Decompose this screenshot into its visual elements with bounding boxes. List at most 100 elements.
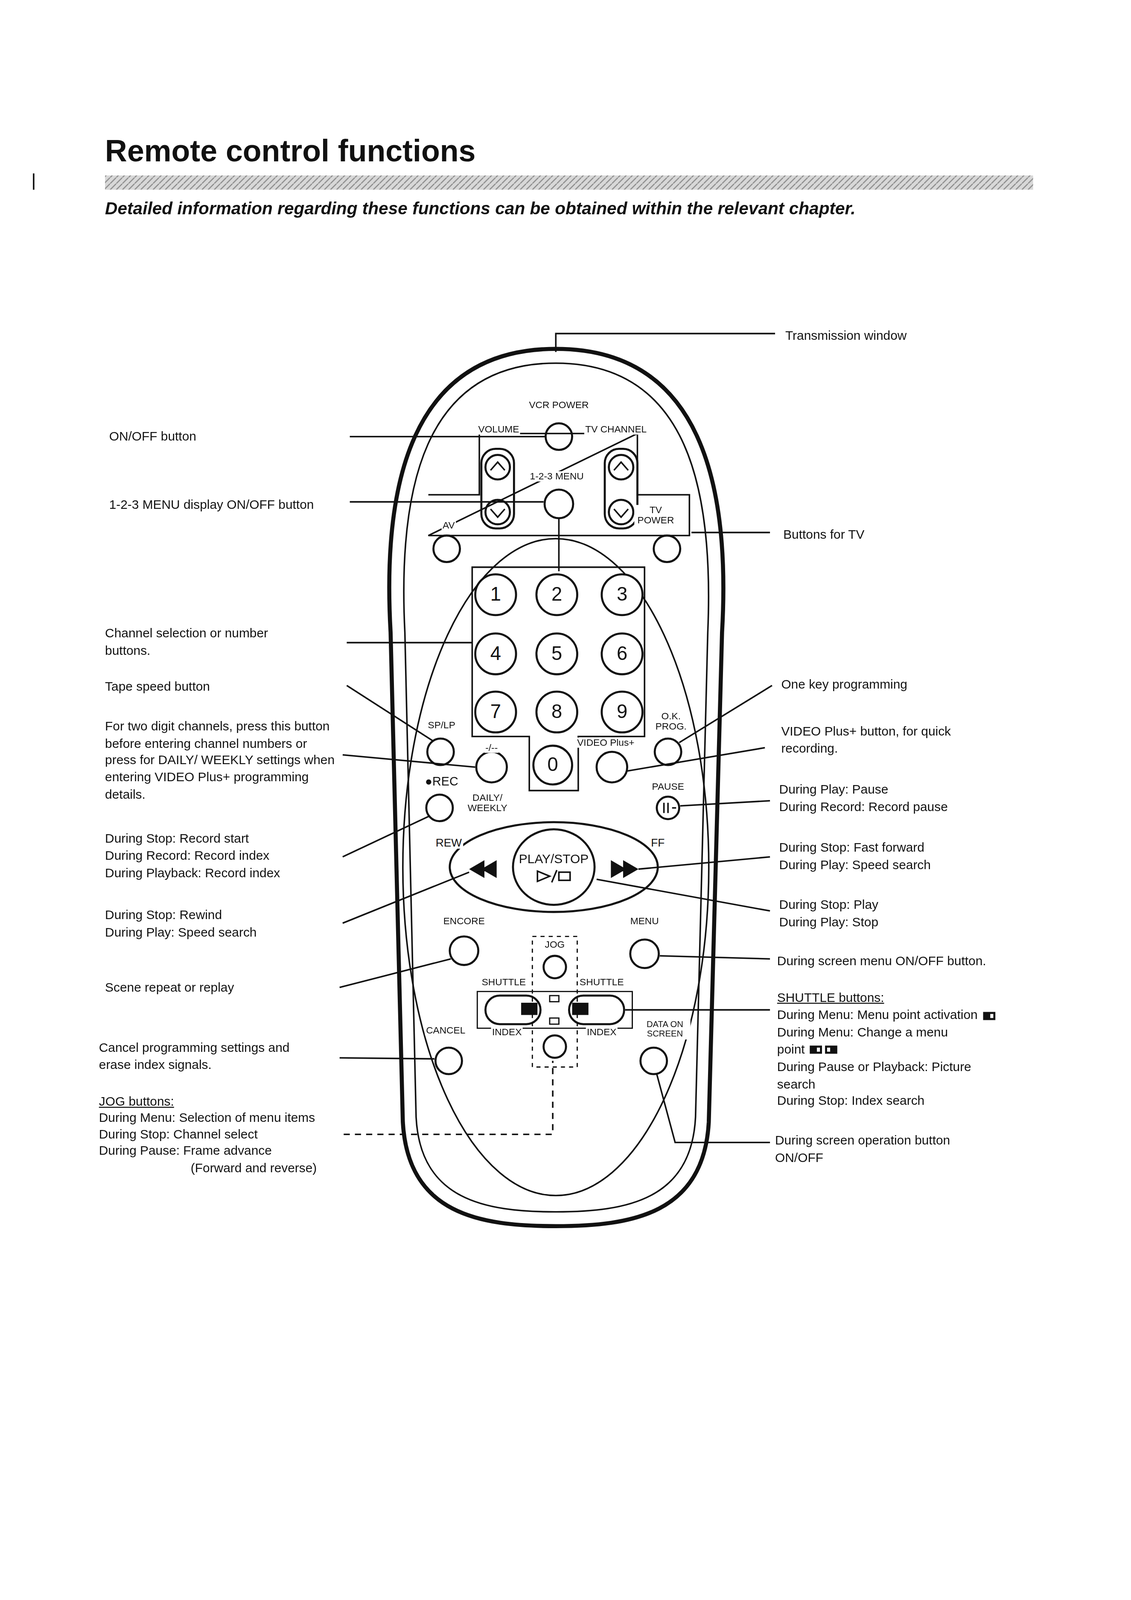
callout: One key programming bbox=[781, 676, 908, 694]
button-name: SP/LP bbox=[426, 719, 457, 731]
button-name-text: AV bbox=[442, 518, 455, 531]
callout-text: During Menu: Selection of menu items bbox=[99, 1110, 315, 1125]
shuttle-icon bbox=[981, 1010, 998, 1021]
shuttle-icon bbox=[808, 1044, 842, 1056]
callout-text: Channel selection or number buttons. bbox=[104, 626, 269, 658]
callout-text: During screen menu ON/OFF button. bbox=[777, 953, 987, 968]
button-text: 7 bbox=[490, 700, 502, 724]
button-name: -/-- bbox=[484, 742, 499, 754]
callout-heading-text: JOG buttons: bbox=[99, 1094, 175, 1109]
button-text: 2 bbox=[551, 583, 563, 607]
callout: Cancel programming settings and erase in… bbox=[99, 1039, 304, 1073]
callout-text: Scene repeat or replay bbox=[104, 979, 234, 994]
callout-text: During Record: Record index bbox=[104, 848, 270, 863]
callout: During Pause or Playback: Picture search bbox=[777, 1058, 1002, 1093]
button-name-text: 1-2-3 MENU bbox=[530, 470, 584, 482]
button-text: 5 bbox=[551, 642, 563, 665]
play-stop-button: PLAY/STOP bbox=[512, 827, 596, 906]
button-name-text: ENCORE bbox=[443, 914, 485, 926]
number-button: 5 bbox=[535, 632, 579, 676]
button-name-text: SHUTTLE bbox=[579, 976, 624, 988]
button-name: CANCEL bbox=[425, 1024, 467, 1036]
number-button: 8 bbox=[535, 690, 579, 734]
callout: VIDEO Plus+ button, for quick recording. bbox=[781, 722, 996, 757]
callout-text: During Stop: Rewind bbox=[104, 907, 222, 922]
button-name: SHUTTLE bbox=[480, 976, 527, 988]
callout-text: During Menu: Change a menu point bbox=[777, 1024, 948, 1056]
callout-text: During Play: Pause bbox=[779, 782, 889, 797]
callout: During Play: Speed search bbox=[779, 856, 931, 874]
callout-text: During Play: Stop bbox=[779, 914, 879, 929]
callout-text: VIDEO Plus+ button, for quick recording. bbox=[781, 724, 951, 756]
callout-text: During Stop: Record start bbox=[104, 830, 249, 846]
callout: During screen operation button ON/OFF bbox=[775, 1131, 985, 1166]
button-name: PAUSE bbox=[650, 781, 686, 792]
callout-heading: SHUTTLE buttons: bbox=[777, 989, 885, 1007]
callout-text: During Play: Speed search bbox=[104, 924, 257, 939]
callout-text: During Stop: Play bbox=[779, 897, 879, 912]
callout: (Forward and reverse) bbox=[190, 1159, 317, 1177]
callout: During Play: Stop bbox=[779, 913, 879, 931]
button-name-text: O.K. PROG. bbox=[655, 709, 687, 732]
callout-text: During Menu: Menu point activation bbox=[777, 1007, 978, 1022]
callout: During Record: Record pause bbox=[779, 798, 948, 816]
button-name: INDEX bbox=[585, 1026, 618, 1038]
button-name-text: SHUTTLE bbox=[481, 976, 526, 988]
button-name: FF bbox=[650, 836, 666, 849]
button-name-text: MENU bbox=[630, 914, 659, 926]
callout-text: During Pause or Playback: Picture search bbox=[777, 1059, 972, 1091]
callout: Scene repeat or replay bbox=[104, 979, 234, 997]
callout-text: Transmission window bbox=[785, 328, 907, 343]
button-text: 6 bbox=[616, 642, 628, 665]
button-name-text: PAUSE bbox=[651, 780, 684, 792]
callout: During Play: Speed search bbox=[104, 924, 257, 942]
button-name: SHUTTLE bbox=[578, 976, 625, 988]
callout: During Stop: Play bbox=[779, 896, 879, 914]
button-name: ENCORE bbox=[442, 915, 486, 927]
subtitle-text: Detailed information regarding these fun… bbox=[104, 198, 856, 219]
button-text: 8 bbox=[551, 700, 563, 724]
button-name: MENU bbox=[629, 915, 660, 927]
button-name-text: TV POWER bbox=[637, 503, 675, 526]
button-name: TV POWER bbox=[634, 504, 677, 527]
number-button: 7 bbox=[474, 690, 517, 734]
callout: Buttons for TV bbox=[783, 526, 865, 544]
callout-text: 1-2-3 MENU display ON/OFF button bbox=[109, 497, 315, 512]
number-button: 3 bbox=[600, 573, 644, 616]
callout: During screen menu ON/OFF button. bbox=[777, 952, 987, 970]
page-title: Remote control functions bbox=[104, 130, 476, 172]
callout-text: During Playback: Record index bbox=[104, 865, 280, 881]
button-name-text: FF bbox=[650, 836, 665, 849]
callout-heading-text: SHUTTLE buttons: bbox=[777, 990, 885, 1005]
callout-text: During screen operation button ON/OFF bbox=[775, 1133, 951, 1165]
button-name-text: REW bbox=[435, 836, 462, 849]
button-text: 0 bbox=[547, 753, 558, 777]
button-name: INDEX bbox=[491, 1026, 523, 1038]
button-name-text: CANCEL bbox=[425, 1023, 466, 1035]
callout-text: During Play: Speed search bbox=[779, 857, 931, 872]
number-button: 2 bbox=[535, 573, 579, 616]
subtitle: Detailed information regarding these fun… bbox=[104, 198, 856, 222]
callout-text: ON/OFF button bbox=[109, 429, 197, 444]
number-button: 1 bbox=[474, 573, 517, 616]
button-name: VIDEO Plus+ bbox=[576, 737, 636, 749]
callout-text: During Stop: Index search bbox=[777, 1093, 925, 1108]
button-text: 4 bbox=[490, 642, 502, 665]
button-text: 3 bbox=[616, 583, 628, 607]
callout: During Menu: Selection of menu items bbox=[99, 1109, 315, 1127]
button-name-text: DATA ON SCREEN bbox=[646, 1018, 684, 1039]
callout-heading: JOG buttons: bbox=[99, 1093, 175, 1111]
button-name-text: DAILY/ WEEKLY bbox=[467, 791, 508, 814]
callout-text: Cancel programming settings and erase in… bbox=[99, 1040, 290, 1072]
callout-text: During Pause: Frame advance bbox=[99, 1143, 272, 1158]
callout: Channel selection or number buttons. bbox=[104, 625, 309, 659]
button-name: ●REC bbox=[423, 775, 460, 789]
callout-text: One key programming bbox=[781, 677, 908, 692]
button-text: PLAY/STOP bbox=[518, 851, 589, 866]
callout: Transmission window bbox=[785, 327, 907, 345]
callout: During Stop: Channel select bbox=[99, 1125, 258, 1143]
number-button: 0 bbox=[532, 744, 574, 786]
number-button: 9 bbox=[600, 690, 644, 734]
button-name: REW bbox=[434, 836, 463, 849]
